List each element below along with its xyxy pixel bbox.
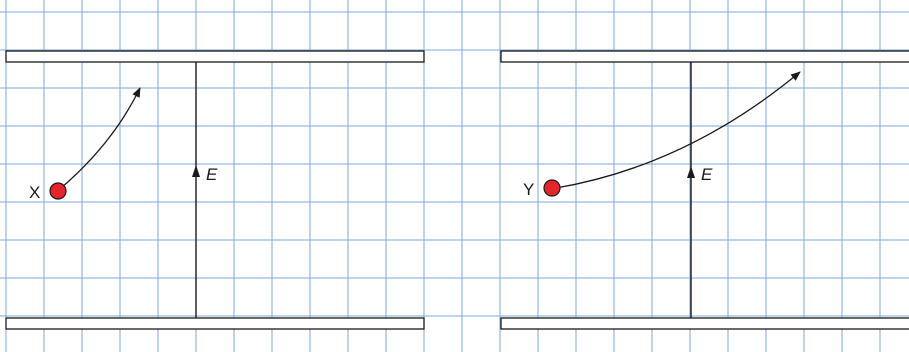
- left-particle: [49, 182, 67, 200]
- right-field-arrow-icon: [687, 166, 695, 178]
- right-field-label: E: [701, 165, 713, 184]
- right-bottom-plate: [500, 317, 909, 330]
- right-particle: [543, 179, 561, 197]
- right-particle-label: Y: [523, 180, 534, 199]
- right-top-plate: [500, 50, 909, 63]
- left-particle-label: X: [29, 183, 40, 202]
- left-panel: E X: [5, 50, 425, 330]
- left-field-arrow-icon: [192, 165, 200, 177]
- left-field-label: E: [206, 165, 218, 184]
- right-particle-trajectory: [555, 71, 801, 189]
- left-bottom-plate: [5, 317, 425, 330]
- left-particle-trajectory: [60, 87, 141, 189]
- left-top-plate: [5, 50, 425, 63]
- right-panel: E Y: [500, 50, 909, 330]
